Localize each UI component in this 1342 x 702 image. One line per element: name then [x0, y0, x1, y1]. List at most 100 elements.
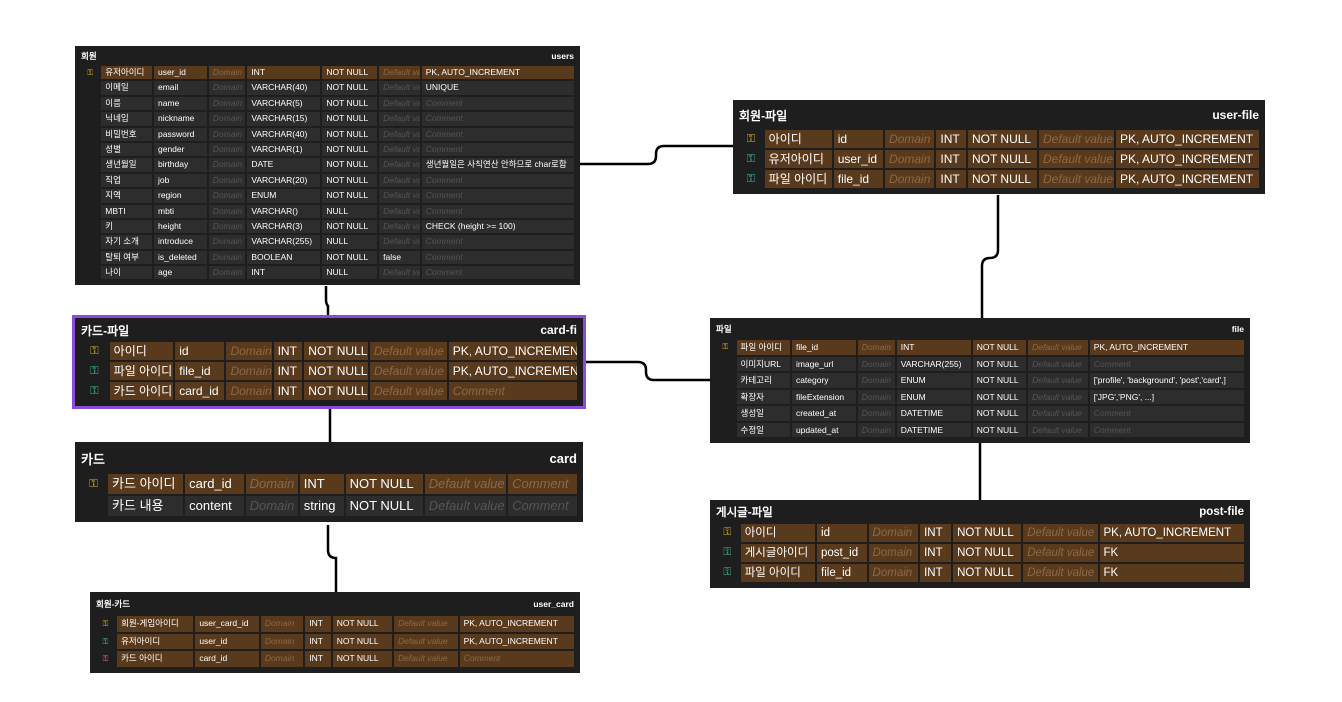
key-cell: ⚿	[81, 382, 108, 400]
column-nullable: NOT NULL	[972, 340, 1027, 355]
foreign-key-icon: ⚿	[90, 365, 99, 377]
key-cell: ⚿	[716, 524, 739, 542]
column-type: VARCHAR(255)	[247, 235, 321, 249]
column-default: Default value	[1028, 340, 1088, 355]
column-label: 카드 내용	[108, 496, 184, 516]
table-title: 파일	[716, 324, 732, 334]
key-cell	[716, 390, 735, 405]
column-domain: Domain	[885, 130, 935, 148]
column-nullable: NOT NULL	[322, 142, 378, 157]
column-nullable: NOT NULL	[972, 373, 1027, 388]
key-cell: ⚿	[81, 474, 106, 494]
column-domain: Domain	[226, 362, 272, 380]
column-label: 닉네임	[101, 112, 152, 126]
table-title: 게시글-파일	[716, 507, 773, 519]
key-cell: ⚿	[716, 544, 739, 562]
column-nullable: NOT NULL	[322, 127, 378, 141]
column-default: Default value	[1028, 373, 1088, 388]
key-cell: ⚿	[81, 342, 108, 360]
column-default: Default value	[424, 496, 507, 516]
column-name: is_deleted	[154, 250, 207, 265]
column-default: Default value	[394, 633, 458, 649]
column-default: Default value	[379, 66, 420, 80]
key-cell: ⚿	[96, 616, 115, 632]
table-name: users	[551, 51, 574, 61]
column-comment: ['profile', 'background', 'post','card',…	[1089, 373, 1244, 388]
column-nullable: NULL	[322, 266, 378, 280]
column-default: Default value	[379, 173, 420, 188]
column-type: VARCHAR(20)	[247, 173, 321, 188]
column-type: INT	[920, 544, 952, 562]
column-name: mbti	[154, 204, 207, 218]
key-cell: ⚿	[739, 130, 763, 148]
primary-key-icon: ⚿	[89, 477, 98, 490]
column-label: 탈퇴 여부	[101, 250, 152, 265]
primary-key-icon: ⚿	[102, 619, 109, 628]
column-name: user_id	[154, 66, 207, 80]
column-default: Default value	[1028, 389, 1088, 404]
key-cell	[81, 158, 99, 171]
column-domain: Domain	[208, 81, 246, 95]
column-nullable: NOT NULL	[322, 112, 378, 126]
column-type: ENUM	[247, 189, 321, 203]
column-name: height	[154, 219, 207, 234]
column-label: 수정일	[736, 422, 790, 437]
column-domain: Domain	[857, 389, 895, 404]
column-type: ENUM	[896, 389, 971, 404]
column-domain: Domain	[208, 266, 246, 280]
foreign-key-icon: ⚿	[90, 385, 99, 397]
table-title: 회원-카드	[96, 599, 131, 609]
column-nullable: NOT NULL	[972, 406, 1027, 421]
column-nullable: NOT NULL	[953, 544, 1022, 562]
key-cell	[81, 205, 99, 218]
column-type: INT	[936, 130, 966, 148]
column-nullable: NOT NULL	[345, 496, 423, 516]
column-comment: Comment	[421, 127, 574, 141]
